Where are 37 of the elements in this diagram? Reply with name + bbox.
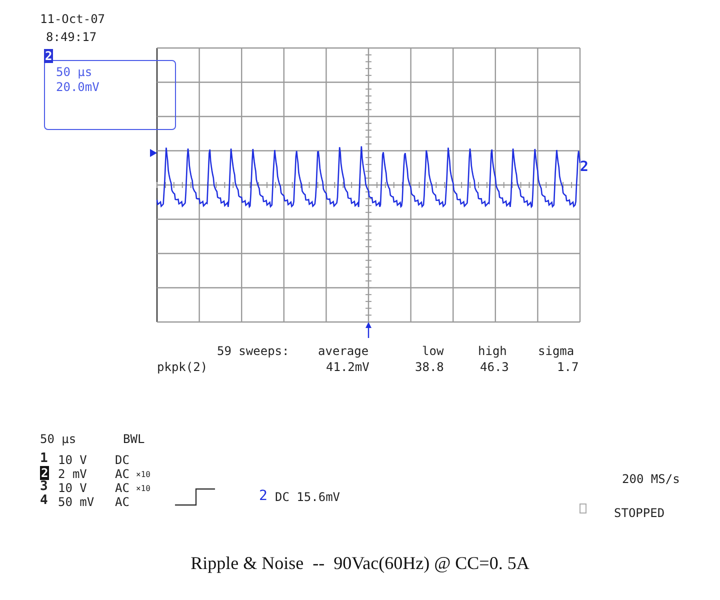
timebase-value: 50 µs [56, 65, 92, 79]
volts-per-div-value: 50 mV [58, 495, 94, 509]
channel-number: 2 [40, 466, 50, 480]
date-text: 11-Oct-07 [40, 12, 106, 26]
probe-attenuation-text: ×10 [136, 483, 150, 495]
column-header: high [478, 344, 507, 358]
channel-number: 1 [40, 452, 48, 466]
bandwidth-limit-text: BWL [123, 432, 145, 446]
column-header: sigma [538, 344, 574, 358]
channel-number: 2 [259, 489, 268, 503]
volts-per-div-value: 10 V [58, 453, 87, 467]
column-header: 59 sweeps: [217, 344, 290, 358]
status-text: STOPPED [614, 506, 665, 520]
volts-per-div-value: 2 mV [58, 467, 87, 481]
measurement-value: 38.8 [415, 360, 444, 374]
volts-per-div-value: 20.0mV [56, 80, 100, 94]
coupling-text: AC [115, 495, 130, 509]
column-header: low [422, 344, 444, 358]
channel-marker: 2 [580, 160, 588, 174]
volts-per-div-value: 10 V [58, 481, 87, 495]
sample-rate-text: 200 MS/s [622, 472, 680, 486]
trigger-level-text: DC 15.6mV [275, 490, 340, 504]
probe-attenuation-text: ×10 [136, 469, 150, 481]
measurement-value: 41.2mV [326, 360, 370, 374]
measurement-value: 1.7 [557, 360, 579, 374]
column-header: average [318, 344, 369, 358]
channel-number: 4 [40, 494, 48, 508]
measurement-value: 46.3 [480, 360, 509, 374]
coupling-text: AC [115, 481, 130, 495]
coupling-text: DC [115, 453, 130, 467]
timebase-text: 50 µs [40, 432, 76, 446]
channel-number: 2 [44, 49, 54, 63]
time-text: 8:49:17 [46, 30, 97, 44]
caption: Ripple & Noise -- 90Vac(60Hz) @ CC=0. 5A [190, 553, 530, 574]
measurement-name: pkpk(2) [157, 360, 208, 374]
channel-number: 3 [40, 480, 48, 494]
coupling-text: AC [115, 467, 130, 481]
